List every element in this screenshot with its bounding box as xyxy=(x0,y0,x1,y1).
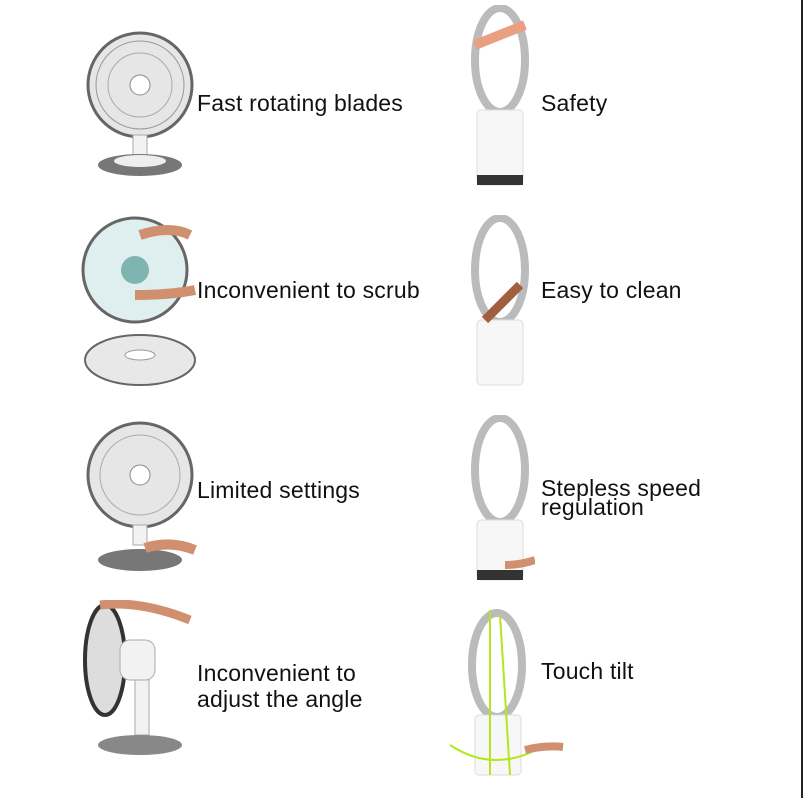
left-label-4-line1: Inconvenient to xyxy=(197,660,357,686)
right-label-3-line2: regulation xyxy=(541,494,645,520)
traditional-fan-cleaning-image xyxy=(81,216,196,386)
left-label-4: Inconvenient to adjust the angle xyxy=(197,660,363,712)
bladeless-fan-cleaning-image xyxy=(471,215,529,386)
left-label-1: Fast rotating blades xyxy=(197,90,404,116)
right-label-4: Touch tilt xyxy=(541,658,634,684)
left-label-2: Inconvenient to scrub xyxy=(197,277,420,303)
left-label-3: Limited settings xyxy=(197,477,360,503)
left-label-4-line2: adjust the angle xyxy=(197,686,363,712)
traditional-fan-settings-image xyxy=(86,421,197,571)
bladeless-fan-image xyxy=(471,5,529,186)
traditional-fan-image xyxy=(86,31,194,176)
right-label-1: Safety xyxy=(541,90,608,116)
traditional-fan-angle-image xyxy=(83,600,192,755)
right-label-2: Easy to clean xyxy=(541,277,682,303)
bladeless-fan-tilt-image xyxy=(449,609,564,776)
right-label-3: Stepless speed regulation xyxy=(541,475,702,520)
right-label-3-line1: Stepless speed xyxy=(541,475,702,501)
bladeless-fan-speed-image xyxy=(471,415,535,581)
